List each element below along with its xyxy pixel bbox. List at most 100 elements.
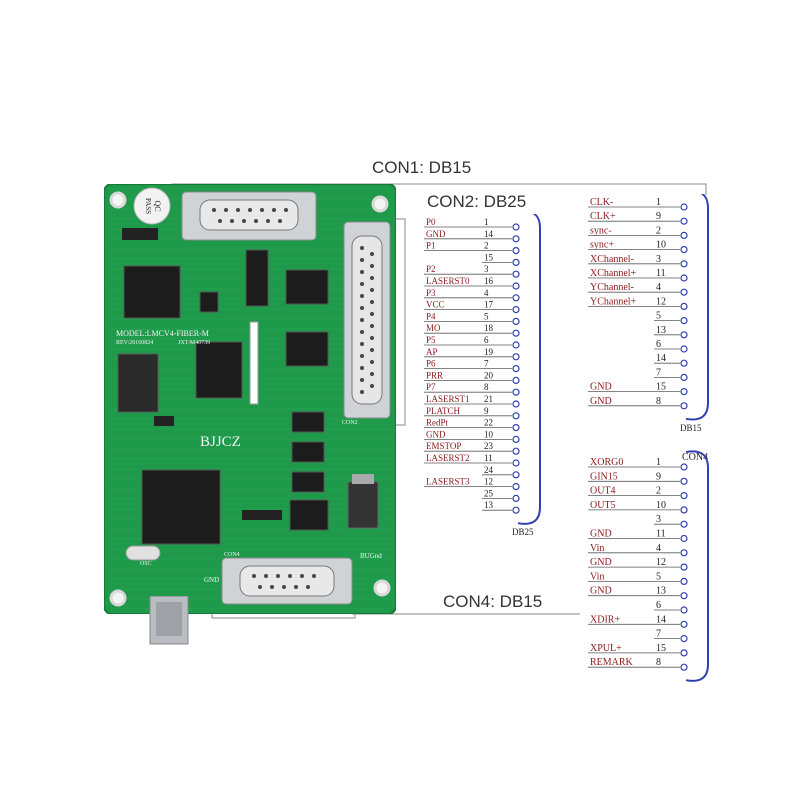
pin-label: LASERST0 xyxy=(426,276,470,286)
pin-contact xyxy=(680,274,688,282)
pin-label: XPUL+ xyxy=(590,643,622,654)
pin-number: 12 xyxy=(656,296,666,307)
pin-number: 5 xyxy=(656,311,661,322)
pin-contact xyxy=(680,316,688,325)
pin-number: 9 xyxy=(656,471,661,482)
pin-contact xyxy=(512,471,520,479)
board-bugnd-text: BUGnd xyxy=(360,552,382,560)
pin-label: LASERST3 xyxy=(426,477,470,487)
pin-label: CLK+ xyxy=(590,211,616,222)
pin-contact xyxy=(512,506,520,514)
pin-number: 5 xyxy=(484,311,489,321)
pin-contact xyxy=(680,402,688,410)
board-con2-text: CON2 xyxy=(342,420,358,426)
pin-contact xyxy=(512,483,520,491)
con1-title: CON1: DB15 xyxy=(372,158,472,177)
pin-number: 4 xyxy=(484,288,489,298)
pin-label: Vin xyxy=(590,571,604,582)
pin-contact xyxy=(680,506,688,514)
pin-number: 11 xyxy=(484,453,493,463)
pin-label: P6 xyxy=(426,359,436,369)
pin-number: 19 xyxy=(484,347,494,357)
pin-label: P4 xyxy=(426,311,436,321)
pin-number: 10 xyxy=(484,429,494,439)
pin-number: 3 xyxy=(656,514,661,525)
pin-contact xyxy=(680,245,688,254)
qc-label-top: QC xyxy=(153,200,162,211)
pin-number: 1 xyxy=(656,197,661,208)
connector-shell xyxy=(685,450,709,682)
pin-contact xyxy=(680,288,688,296)
board-model-text: MODEL:LMCV4-FIBER-M xyxy=(116,329,209,338)
pin-contact xyxy=(680,606,688,614)
con2-title: CON2: DB25 xyxy=(427,192,527,211)
pin-contact xyxy=(680,231,688,240)
pin-label: sync+ xyxy=(590,240,614,251)
pin-number: 18 xyxy=(484,323,494,333)
pin-label: GND xyxy=(590,557,612,568)
pin-number: 9 xyxy=(656,211,661,222)
board-osc-text: OSC xyxy=(140,561,152,567)
pin-number: 10 xyxy=(656,500,666,511)
pin-number: 14 xyxy=(656,353,666,364)
pin-label: EMSTOP xyxy=(426,441,461,451)
pin-label: GND xyxy=(590,529,612,540)
pin-label: REMARK xyxy=(590,657,634,668)
pin-contact xyxy=(512,270,520,278)
pin-label: YChannel- xyxy=(590,282,634,293)
pin-number: 17 xyxy=(484,300,494,310)
pin-contact xyxy=(512,235,520,243)
pin-contact xyxy=(512,376,520,384)
pin-contact xyxy=(680,373,688,381)
connector-shell xyxy=(685,194,709,421)
pin-number: 3 xyxy=(656,254,661,265)
pin-label: P1 xyxy=(426,241,436,251)
pin-contact xyxy=(512,258,520,267)
pin-contact xyxy=(680,331,688,339)
pin-label: P0 xyxy=(426,217,436,227)
pin-label: XChannel+ xyxy=(590,268,637,279)
pin-number: 21 xyxy=(484,394,493,404)
pinout-caption: DB15 xyxy=(680,423,702,433)
pin-contact xyxy=(512,365,520,373)
pin-number: 8 xyxy=(484,382,489,392)
pin-number: 12 xyxy=(656,557,666,568)
pin-label: LASERST1 xyxy=(426,394,470,404)
pin-label: P2 xyxy=(426,264,436,274)
pin-label: CLK- xyxy=(590,197,613,208)
pin-number: 13 xyxy=(656,325,666,336)
pin-contact xyxy=(680,520,688,528)
pin-number: 11 xyxy=(656,268,666,279)
pin-label: PLATCH xyxy=(426,406,461,416)
pin-number: 8 xyxy=(656,657,661,668)
pin-label: GND xyxy=(426,229,446,239)
board-gnd-text: GND xyxy=(204,576,219,584)
qc-label-bottom: PASS xyxy=(144,198,152,214)
pin-contact xyxy=(512,412,520,420)
pin-contact xyxy=(512,341,520,349)
pin-label: XChannel- xyxy=(590,254,634,265)
pin-label: sync- xyxy=(590,225,612,236)
pin-label: OUT4 xyxy=(590,486,616,497)
pin-number: 10 xyxy=(656,240,666,251)
pin-label: VCC xyxy=(426,300,445,310)
pin-number: 15 xyxy=(656,643,666,654)
pin-contact xyxy=(512,305,520,314)
pin-number: 7 xyxy=(656,367,661,378)
pin-number: 5 xyxy=(656,571,661,582)
pin-number: 7 xyxy=(656,629,661,640)
pin-label: GIN15 xyxy=(590,471,618,482)
pin-number: 1 xyxy=(656,457,661,468)
pin-label: AP xyxy=(426,347,438,357)
pin-contact xyxy=(680,549,688,557)
con4-title: CON4: DB15 xyxy=(443,592,543,611)
pin-contact xyxy=(512,223,520,231)
pcb-board: QC PASS xyxy=(104,184,396,614)
connector-shell xyxy=(517,214,541,525)
pin-contact xyxy=(512,329,520,337)
pin-contact xyxy=(680,534,688,543)
pin-number: 14 xyxy=(656,614,666,625)
pin-label: GND xyxy=(590,382,612,393)
pin-label: P5 xyxy=(426,335,436,345)
